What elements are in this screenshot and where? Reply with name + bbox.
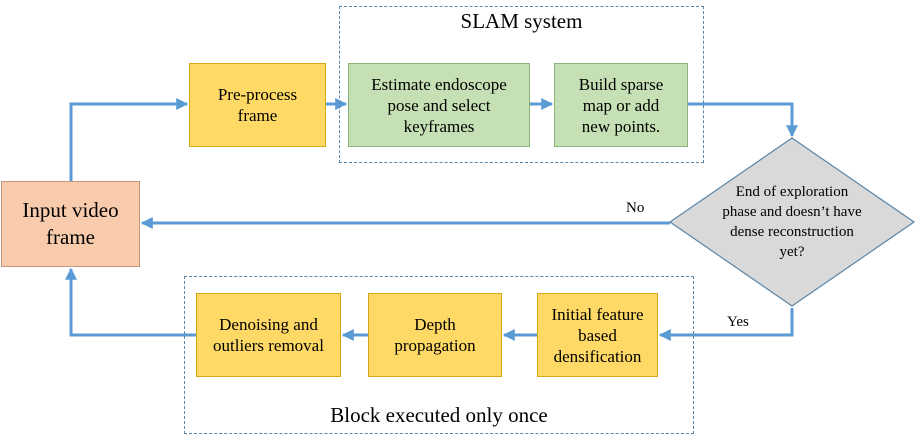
slam-system-group [339, 6, 704, 163]
denoising-box: Denoising and outliers removal [196, 293, 341, 377]
block-executed-once-label: Block executed only once [330, 403, 548, 427]
decision-text: End of exploration phase and doesn’t hav… [722, 184, 862, 260]
edge-label-no: No [626, 200, 645, 216]
initial-densification-box: Initial feature based densification [537, 293, 658, 377]
edge-build-decision [688, 102, 798, 138]
edge-input-preprocess [69, 98, 189, 181]
depth-propagation-box: Depth propagation [368, 293, 502, 377]
pre-process-frame-box: Pre-process frame [189, 63, 326, 147]
block-executed-once-group [184, 276, 694, 434]
edge-denoise-input [65, 267, 196, 337]
edge-decision-yes [658, 308, 794, 341]
build-sparse-map-box: Build sparse map or add new points. [554, 63, 688, 147]
input-video-frame-box: Input video frame [1, 181, 140, 267]
slam-system-label: SLAM system [460, 9, 583, 33]
decision-diamond [668, 137, 916, 307]
edge-label-yes: Yes [727, 314, 749, 330]
estimate-pose-box: Estimate endoscope pose and select keyfr… [348, 63, 530, 147]
